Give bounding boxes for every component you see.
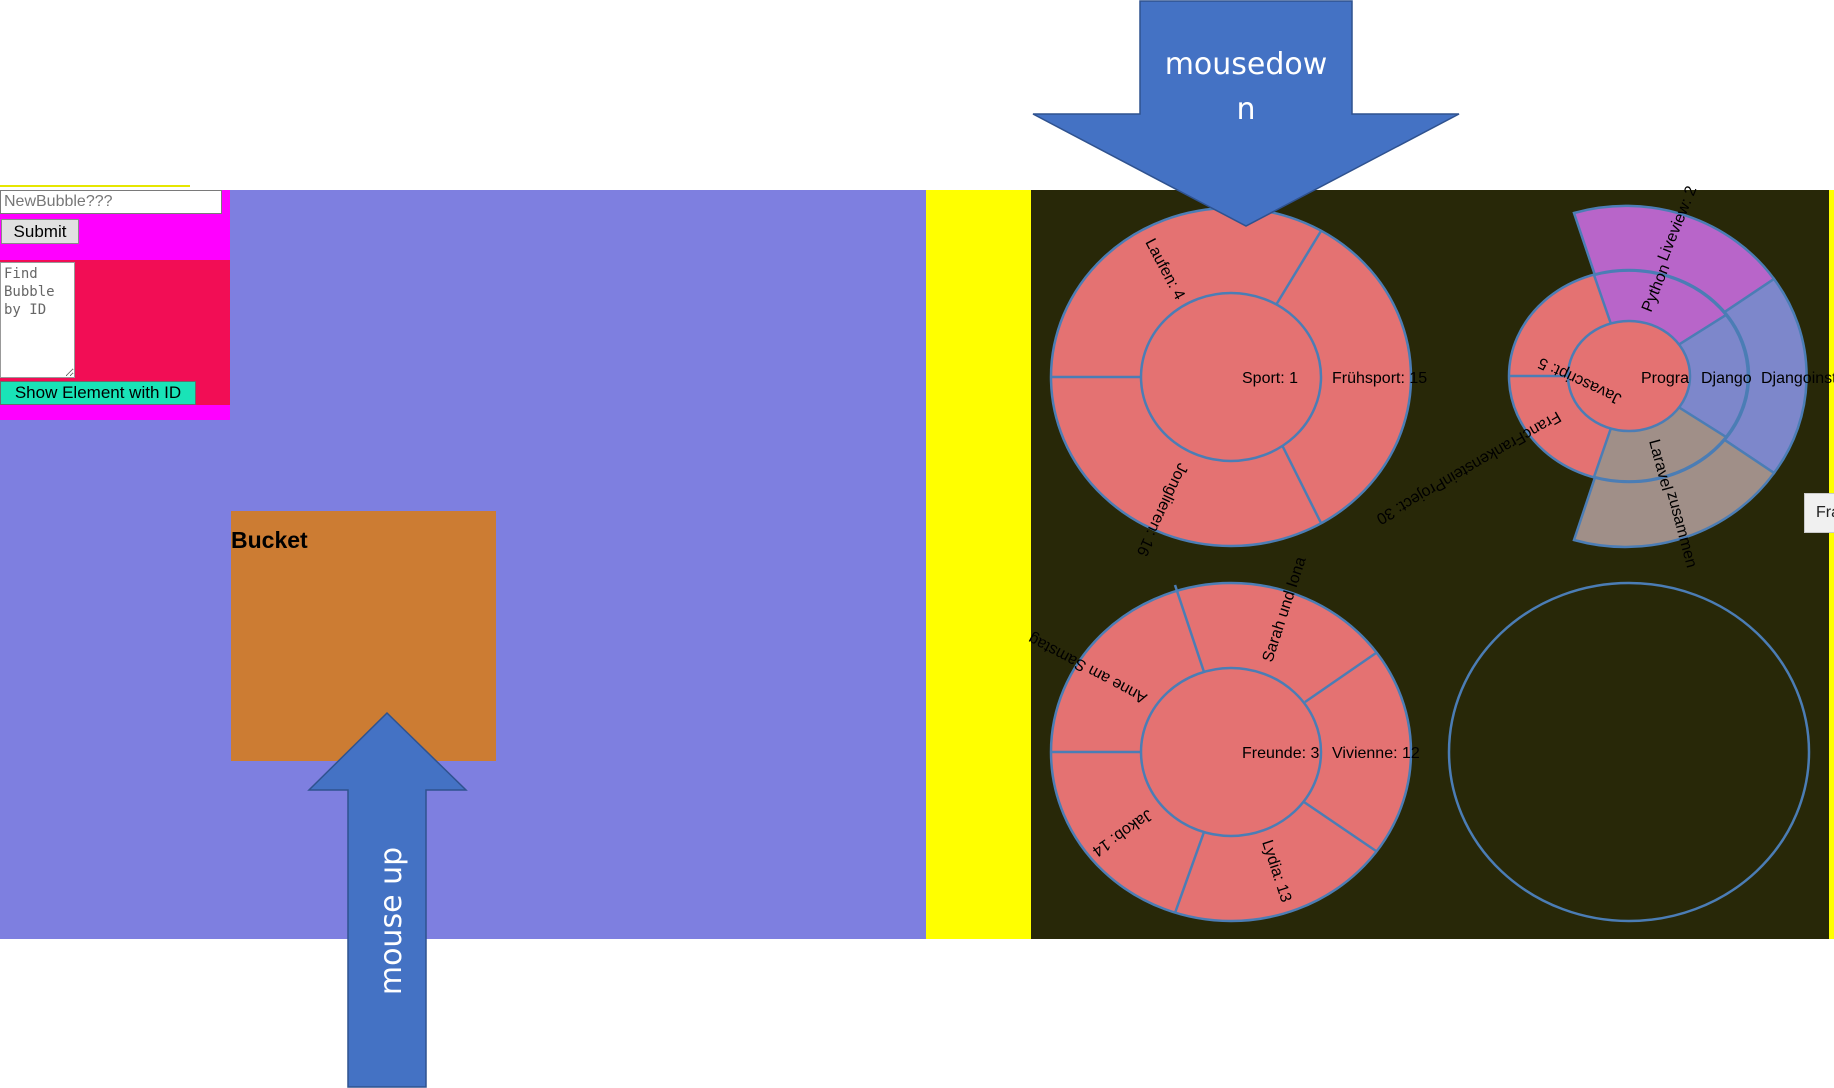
bubble-programming[interactable]: Progra Django Djangoinst Python Liveview… (1373, 184, 1834, 570)
mousedown-label-line1: mousedow (1165, 47, 1328, 82)
bubble-empty[interactable] (1447, 581, 1811, 923)
bubble-programming-center[interactable] (1566, 319, 1692, 433)
bubble-freunde-center[interactable] (1139, 666, 1323, 838)
segment-label-fruehsport: Frühsport: 15 (1332, 370, 1427, 387)
bubble-programming-center-label: Progra (1641, 370, 1689, 387)
segment-divider (1173, 584, 1206, 673)
bubble-sport-center-label: Sport: 1 (1242, 370, 1298, 387)
segment-label-djangoinst: Djangoinst (1761, 370, 1834, 387)
bucket-dropzone[interactable] (231, 511, 496, 761)
segment-label-vivienne: Vivienne: 12 (1332, 745, 1420, 762)
bubble-freunde[interactable]: Freunde: 3 Vivienne: 12 Sarah und Iona A… (1026, 555, 1420, 923)
submit-button[interactable]: Submit (1, 219, 79, 244)
bubble-sport-center[interactable] (1139, 291, 1323, 463)
segment-divider (1173, 831, 1206, 914)
side-button[interactable]: Fra (1804, 493, 1834, 533)
bucket-label: Bucket (231, 527, 308, 553)
segment-divider (1304, 651, 1377, 704)
mouseup-arrow: mouse up (307, 711, 468, 1088)
find-bubble-input[interactable] (0, 262, 75, 378)
show-element-button[interactable]: Show Element with ID (0, 381, 196, 405)
bubble-sport[interactable]: Sport: 1 Frühsport: 15 Laufen: 4 Jonglie… (1049, 206, 1427, 559)
yellow-strip (926, 190, 1031, 939)
segment-divider (1274, 230, 1323, 306)
segment-divider (1280, 444, 1323, 524)
yellow-divider-line (0, 185, 190, 187)
segment-divider (1303, 800, 1377, 853)
yellow-right-edge (1829, 190, 1834, 939)
bubble-freunde-center-label: Freunde: 3 (1242, 745, 1319, 762)
segment-label-django: Django (1701, 370, 1752, 387)
mouseup-label: mouse up (374, 847, 409, 995)
mousedown-arrow: mousedow n (1032, 0, 1460, 227)
mousedown-label-line2: n (1236, 92, 1255, 127)
new-bubble-input[interactable] (0, 190, 222, 214)
